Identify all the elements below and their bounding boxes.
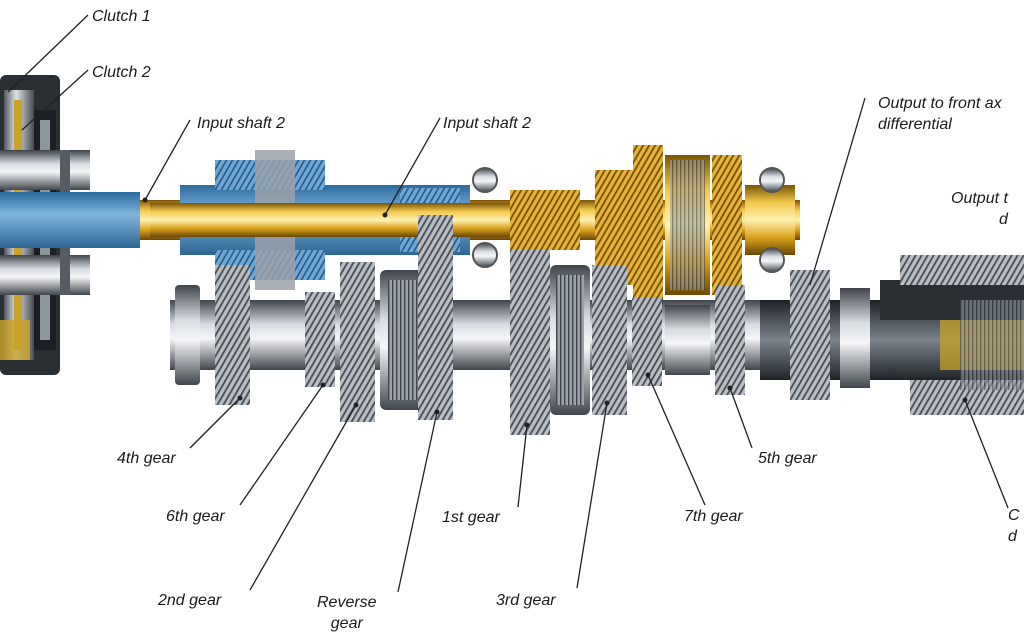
inner-shaft	[150, 203, 510, 237]
label-clutch-1: Clutch 1	[92, 8, 151, 25]
label-reverse-gear: Reverse gear	[317, 594, 377, 632]
leader-dots	[142, 197, 968, 428]
center-differential	[760, 255, 1024, 415]
label-7th-gear: 7th gear	[684, 508, 743, 525]
label-output-front: Output to front ax differential	[878, 95, 1002, 133]
label-output-rear: Output t d	[951, 190, 1008, 228]
label-input-shaft-left: Input shaft 2	[197, 115, 286, 132]
label-3rd-gear: 3rd gear	[496, 592, 556, 609]
label-input-shaft-right: Input shaft 2	[443, 115, 532, 132]
label-5th-gear: 5th gear	[758, 450, 817, 467]
label-center-diff: C d	[1008, 507, 1020, 545]
leader-lines	[7, 14, 1009, 593]
label-4th-gear: 4th gear	[117, 450, 176, 467]
label-clutch-2: Clutch 2	[92, 64, 151, 81]
output-shaft-gears	[170, 215, 790, 435]
label-1st-gear: 1st gear	[442, 509, 500, 526]
label-2nd-gear: 2nd gear	[158, 592, 222, 609]
label-6th-gear: 6th gear	[166, 508, 225, 525]
